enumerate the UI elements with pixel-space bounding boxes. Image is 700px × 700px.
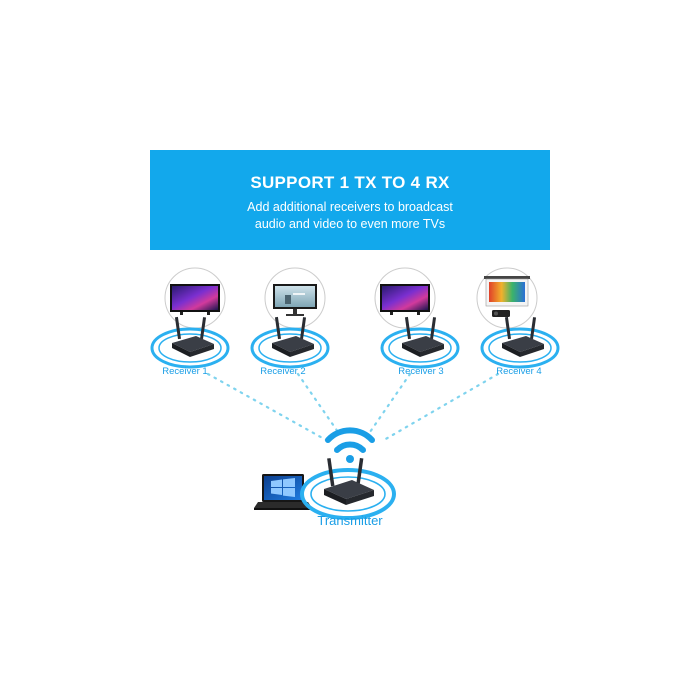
signal-path-2 xyxy=(296,372,340,434)
banner-subtitle: Add additional receivers to broadcast au… xyxy=(150,199,550,233)
signal-path-4 xyxy=(382,372,500,442)
banner-title: SUPPORT 1 TX TO 4 RX xyxy=(250,173,450,192)
signal-path-1 xyxy=(206,372,328,442)
tv-icon xyxy=(380,284,430,315)
wifi-icon xyxy=(325,427,375,463)
receiver-4 xyxy=(476,267,560,369)
laptop-icon xyxy=(254,474,312,510)
receiver-box-icon xyxy=(172,316,214,357)
receiver-2-label: Receiver 2 xyxy=(260,366,306,377)
receiver-ring xyxy=(250,327,330,369)
banner-subtitle-line-1: Add additional receivers to broadcast xyxy=(247,200,453,214)
projector-screen-icon xyxy=(484,276,530,317)
transmitter-ring xyxy=(300,468,396,520)
receiver-3-label: Receiver 3 xyxy=(398,366,444,377)
transmitter-label: Transmitter xyxy=(317,513,383,528)
signal-path-3 xyxy=(368,372,412,434)
receiver-ring xyxy=(150,327,230,369)
receiver-3 xyxy=(374,267,460,369)
receiver-box-icon xyxy=(502,316,544,357)
receiver-ring xyxy=(480,327,560,369)
receiver-1 xyxy=(150,267,230,369)
header-banner: SUPPORT 1 TX TO 4 RX Add additional rece… xyxy=(150,150,550,250)
receiver-box-icon xyxy=(272,316,314,357)
monitor-icon xyxy=(273,284,317,316)
transmitter-box-icon xyxy=(324,457,374,505)
receiver-4-label: Receiver 4 xyxy=(496,366,542,377)
receiver-box-icon xyxy=(402,316,444,357)
receiver-1-label: Receiver 1 xyxy=(162,366,208,377)
receiver-2 xyxy=(250,267,330,369)
receiver-ring xyxy=(380,327,460,369)
transmitter xyxy=(300,457,396,520)
signal-paths xyxy=(206,372,500,442)
tv-icon xyxy=(170,284,220,315)
banner-subtitle-line-2: audio and video to even more TVs xyxy=(254,217,446,231)
